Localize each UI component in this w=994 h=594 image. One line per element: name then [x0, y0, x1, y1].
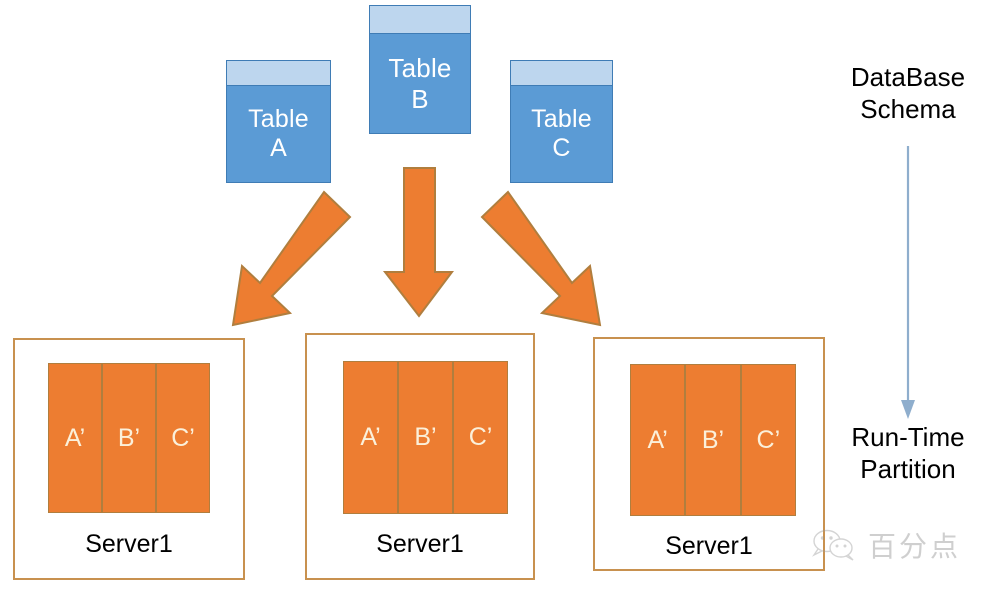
schema-table-b: Table B — [369, 5, 471, 134]
server-label: Server1 — [665, 532, 753, 560]
shard-b-prime: B’ — [397, 362, 452, 513]
partition-label-line1: Run-Time — [851, 422, 965, 452]
schema-table-a-label: Table A — [227, 86, 330, 182]
shard-c-prime: C’ — [739, 365, 795, 515]
watermark: 百分点 — [812, 519, 982, 571]
server-panel-1: A’ B’ C’ Server1 — [13, 338, 245, 580]
shard-c-prime: C’ — [155, 364, 209, 512]
schema-table-c-label: Table C — [511, 86, 612, 182]
table-header-strip — [370, 6, 470, 34]
shard-c-prime: C’ — [452, 362, 507, 513]
server-panel-2: A’ B’ C’ Server1 — [305, 333, 535, 580]
table-b-line1: Table — [388, 52, 452, 83]
table-header-strip — [227, 61, 330, 86]
shard-a-prime: A’ — [344, 362, 397, 513]
table-c-line2: C — [552, 134, 571, 162]
schema-table-a: Table A — [226, 60, 331, 183]
schema-table-c: Table C — [510, 60, 613, 183]
server-label: Server1 — [376, 530, 464, 558]
server-label: Server1 — [85, 530, 173, 558]
arrow-down-left-icon — [231, 190, 352, 327]
schema-table-b-label: Table B — [370, 34, 470, 133]
shard-a-prime: A’ — [631, 365, 685, 515]
shard-group: A’ B’ C’ — [48, 363, 210, 513]
database-schema-label: DataBase Schema — [818, 62, 994, 125]
table-a-line2: A — [270, 134, 287, 162]
table-header-strip — [511, 61, 612, 86]
run-time-partition-label: Run-Time Partition — [818, 422, 994, 485]
arrow-down-right-icon — [480, 190, 602, 327]
shard-a-prime: A’ — [49, 364, 101, 512]
schema-label-line1: DataBase — [850, 62, 966, 92]
watermark-text: 百分点 — [868, 530, 962, 563]
partition-label-line2: Partition — [860, 453, 956, 484]
arrow-down-icon — [382, 167, 454, 318]
table-a-line1: Table — [248, 104, 309, 133]
schema-label-line2: Schema — [860, 93, 956, 124]
shard-b-prime: B’ — [684, 365, 740, 515]
table-b-line2: B — [411, 83, 429, 114]
schema-to-partition-arrow-icon — [901, 146, 915, 419]
table-c-line1: Table — [531, 104, 592, 133]
server-panel-3: A’ B’ C’ Server1 — [593, 337, 825, 571]
wechat-icon — [812, 529, 854, 561]
shard-group: A’ B’ C’ — [343, 361, 508, 514]
shard-b-prime: B’ — [101, 364, 155, 512]
shard-group: A’ B’ C’ — [630, 364, 796, 516]
